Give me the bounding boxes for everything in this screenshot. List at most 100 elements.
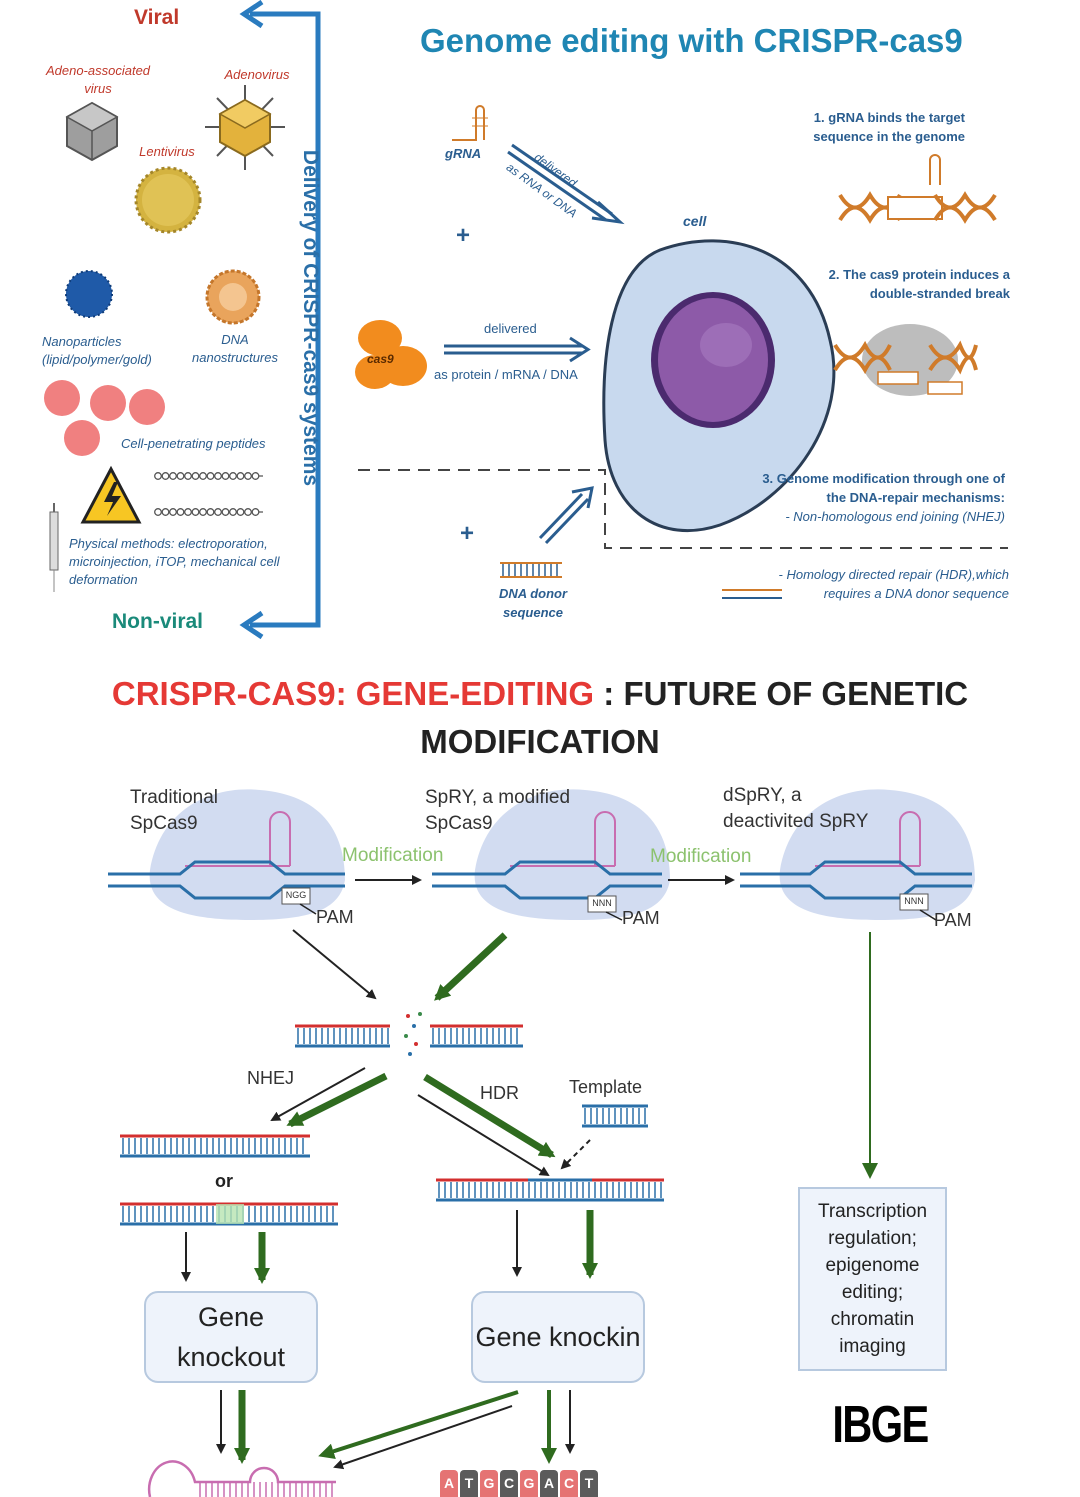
nhej-arrow-green xyxy=(286,1072,388,1128)
viral-arrowhead xyxy=(239,0,264,29)
pam-seq-1: NGG xyxy=(285,890,307,900)
top-title: Genome editing with CRISPR-cas9 xyxy=(420,22,963,59)
nanoparticle-icon xyxy=(65,270,113,318)
lipid-head xyxy=(184,508,192,516)
donor-delivery-arrow xyxy=(538,486,594,545)
nucleotide-base: A xyxy=(440,1470,458,1497)
dna-strand-2 xyxy=(432,860,662,900)
grna-label: gRNA xyxy=(445,146,482,161)
lipid-head xyxy=(199,472,207,480)
adenovirus-icon xyxy=(205,85,285,170)
gene-knockout-label: Gene knockout xyxy=(176,1302,286,1372)
template-dashed-arrow xyxy=(560,1139,591,1170)
lipid-head xyxy=(229,472,237,480)
aav-label: Adeno-associated virus xyxy=(45,63,151,96)
hdr-arrow-green xyxy=(423,1074,556,1158)
hdr-donor-icon xyxy=(722,589,782,599)
or-label: or xyxy=(215,1171,233,1191)
nhej-result-dna-2 xyxy=(120,1202,338,1226)
nucleotide-base: C xyxy=(500,1470,518,1497)
gene-knockin-box: Gene knockin xyxy=(471,1291,645,1383)
delivered-protein-label-1: delivered xyxy=(484,321,537,336)
lipid-head xyxy=(251,472,260,480)
plus-sign-1: + xyxy=(456,222,471,249)
adenovirus-label: Adenovirus xyxy=(224,67,290,82)
aav-icon xyxy=(65,101,119,162)
lentivirus-icon xyxy=(134,166,202,234)
nonviral-label: Non-viral xyxy=(112,610,204,633)
traditional-spcas9-label: Traditional SpCas9 xyxy=(130,787,219,834)
spry-label: SpRY, a modified SpCas9 xyxy=(425,787,571,834)
hdr-arrow-black xyxy=(417,1094,550,1177)
top-panel-graphics xyxy=(44,0,1008,640)
peptide-icons xyxy=(44,380,165,456)
dspry-label: dSpRY, a deactivited SpRY xyxy=(723,785,869,832)
lipid-head xyxy=(154,472,162,480)
gene-knockin-label: Gene knockin xyxy=(475,1322,641,1352)
delivery-bracket xyxy=(250,11,321,628)
nucleotide-base: G xyxy=(520,1470,538,1497)
lipid-head xyxy=(244,508,252,516)
dna-nanostructure-icon xyxy=(205,269,261,325)
cas9-label: cas9 xyxy=(367,352,394,366)
nonviral-arrowhead xyxy=(239,610,264,640)
lipid-head xyxy=(169,472,177,480)
pam-label-2: PAM xyxy=(622,908,660,928)
pam-seq-3: NNN xyxy=(904,896,924,906)
grna-icon xyxy=(452,105,488,141)
lipid-head xyxy=(154,508,162,516)
spcas9-cut-arrow xyxy=(292,929,377,1000)
template-label: Template xyxy=(569,1077,643,1097)
lipid-head xyxy=(221,508,230,516)
nucleotide-base: A xyxy=(540,1470,558,1497)
pam-pointer-1 xyxy=(299,903,317,915)
nanoparticles-label: Nanoparticles (lipid/polymer/gold) xyxy=(42,334,152,367)
target-dna-icon xyxy=(838,154,997,224)
modification-label-1: Modification xyxy=(342,845,444,866)
cut-dna xyxy=(295,1012,523,1056)
lipid-head xyxy=(229,508,237,516)
dna-nanostructures-label: DNA nanostructures xyxy=(192,332,278,365)
lipid-head xyxy=(206,472,215,480)
dna-strand-1 xyxy=(108,860,345,900)
lipid-head xyxy=(214,508,222,516)
lipid-head xyxy=(206,508,215,516)
lipid-head xyxy=(214,472,222,480)
peptides-label: Cell-penetrating peptides xyxy=(121,436,266,451)
modification-label-2: Modification xyxy=(650,846,752,867)
cell-icon xyxy=(602,239,836,532)
nucleotide-base: G xyxy=(480,1470,498,1497)
lipid-head xyxy=(176,508,185,516)
step-2-text: 2. The cas9 protein induces a double-str… xyxy=(828,267,1010,301)
hdr-result-dna xyxy=(436,1178,664,1202)
lipid-head xyxy=(169,508,177,516)
cell-label: cell xyxy=(683,213,707,229)
lipid-head xyxy=(251,508,260,516)
pam-label-1: PAM xyxy=(316,907,354,927)
bottom-title-black: : FUTURE OF GENETIC MODIFICATION xyxy=(420,675,969,760)
dashed-divider xyxy=(358,469,1008,549)
lipid-head xyxy=(221,472,230,480)
lipid-head xyxy=(236,472,245,480)
transcription-label: Transcription regulation; epigenome edit… xyxy=(817,1201,928,1357)
pam-label-3: PAM xyxy=(934,910,972,930)
step-1-text: 1. gRNA binds the target sequence in the… xyxy=(813,110,965,144)
spry-cut-arrow xyxy=(434,932,508,1001)
lipid-head xyxy=(236,508,245,516)
step-3c-text: - Homology directed repair (HDR),which r… xyxy=(778,567,1009,601)
donor-label: DNA donor sequence xyxy=(498,586,568,620)
pam-box-1 xyxy=(281,887,311,905)
physical-methods-label: Physical methods: electroporation, micro… xyxy=(69,536,280,587)
lipid-head xyxy=(161,508,170,516)
lipid-head xyxy=(176,472,185,480)
viral-label: Viral xyxy=(134,6,180,29)
lipid-head xyxy=(161,472,170,480)
nhej-arrow-black xyxy=(270,1067,366,1121)
bottom-title: CRISPR-CAS9: GENE-EDITING : FUTURE OF GE… xyxy=(0,670,1080,766)
step-3a-text: 3. Genome modification through one of th… xyxy=(762,471,1005,505)
nhej-result-dna-1 xyxy=(120,1134,310,1158)
plus-sign-2: + xyxy=(460,520,475,547)
pam-box-3 xyxy=(899,893,929,911)
hdr-label: HDR xyxy=(480,1083,519,1103)
lipid-head xyxy=(184,472,192,480)
